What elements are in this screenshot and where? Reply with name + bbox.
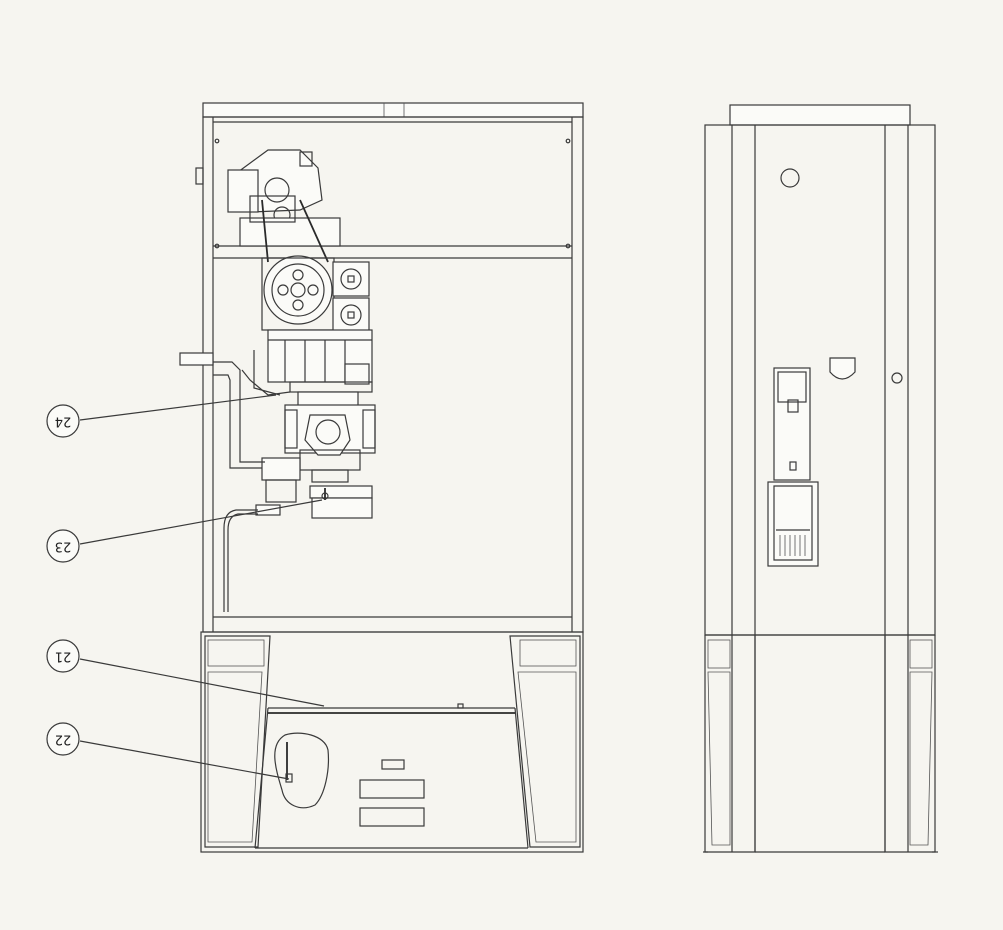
callout-bubble [46, 529, 80, 563]
callout-label-24: 24 [55, 414, 72, 429]
motor-assembly [179, 149, 376, 612]
callout-23: 23 [46, 499, 323, 563]
callout-24: 24 [46, 394, 277, 438]
callout-bubble [46, 639, 80, 673]
callout-label-21: 21 [55, 649, 72, 664]
callout-bubble [46, 722, 80, 756]
side-view [703, 104, 938, 853]
front-view [179, 102, 584, 853]
callout-label-23: 23 [55, 539, 72, 554]
callout-21: 21 [46, 639, 325, 707]
callout-22: 22 [46, 722, 290, 780]
nozzle-holster [767, 367, 819, 567]
callout-label-22: 22 [55, 732, 72, 747]
callout-bubble [46, 404, 80, 438]
